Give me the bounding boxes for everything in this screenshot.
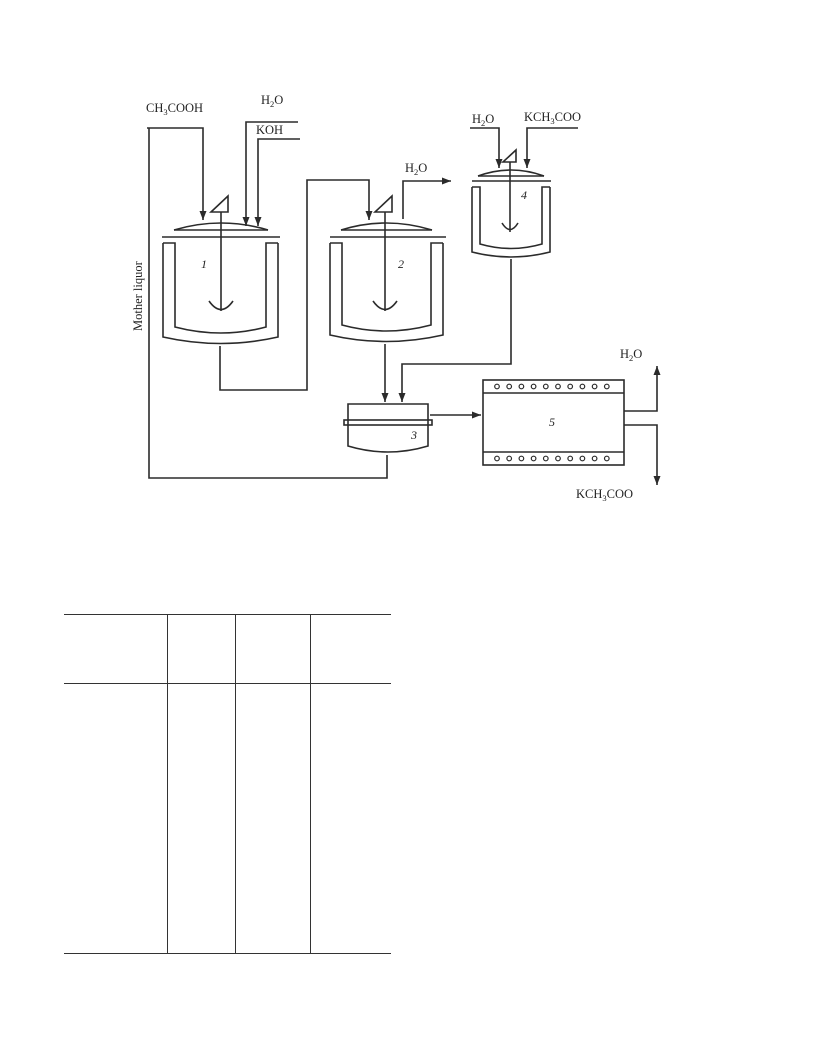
empty-data-table: [64, 614, 391, 954]
dryer-water-label: H2O: [620, 347, 642, 363]
kch3coo-feed-label: KCH3COO: [524, 110, 581, 126]
dryer-hole: [530, 455, 537, 462]
dryer-hole: [567, 455, 574, 462]
dryer-hole: [542, 455, 549, 462]
dryer-hole: [518, 455, 525, 462]
acetic-acid-label: CH3COOH: [146, 101, 203, 117]
dryer-water-outlet-line: [624, 366, 661, 412]
water-feed-line: [242, 121, 298, 226]
vessel-4-water-label: H2O: [472, 112, 494, 128]
table-top-rule: [64, 614, 391, 615]
dryer-hole: [506, 455, 513, 462]
vessel-4: 4: [471, 148, 551, 258]
dryer-product-outlet-line: [624, 424, 661, 485]
transfer-line-4-to-3: [398, 259, 512, 402]
dryer-hole: [579, 383, 586, 390]
process-flow-diagram: 1 2 4 3 5: [131, 93, 661, 503]
dryer-hole: [494, 383, 500, 390]
dryer-hole: [494, 455, 500, 462]
unit-1-label: 1: [201, 257, 207, 271]
table-bottom-rule: [64, 953, 391, 954]
reactor-1: 1: [162, 194, 280, 345]
table-header-rule: [64, 683, 391, 684]
vessel-4-kch3coo-feed-line: [523, 127, 578, 168]
dryer-hole: [555, 383, 561, 390]
transfer-line-1-to-2: [219, 179, 373, 391]
dryer-heater-holes-bottom: [494, 455, 610, 462]
kch3coo-product-label: KCH3COO: [576, 487, 633, 503]
dryer-hole: [555, 455, 561, 462]
dryer-5: 5: [482, 379, 625, 466]
dryer-hole: [591, 455, 598, 462]
unit-4-label: 4: [521, 188, 527, 202]
unit-3-label: 3: [410, 428, 417, 442]
filter-3: 3: [343, 403, 433, 453]
dryer-hole: [579, 455, 586, 462]
mother-liquor-recycle-line: [148, 128, 388, 479]
acetic-acid-feed-line: [147, 127, 207, 220]
dryer-hole: [567, 383, 574, 390]
koh-feed-line: [254, 138, 300, 226]
dryer-hole: [542, 383, 549, 390]
water-feed-label: H2O: [261, 93, 283, 109]
dryer-hole: [518, 383, 525, 390]
dryer-hole: [591, 383, 598, 390]
unit-5-label: 5: [549, 415, 555, 429]
koh-label: KOH: [256, 123, 283, 137]
dryer-hole: [603, 383, 610, 390]
water-vent-label: H2O: [405, 161, 427, 177]
dryer-hole: [506, 383, 513, 390]
unit-2-label: 2: [398, 257, 404, 271]
vessel-4-water-feed-line: [470, 127, 503, 168]
reactor-2: 2: [329, 194, 446, 343]
dryer-hole: [530, 383, 537, 390]
table-column-divider: [310, 614, 311, 954]
table-column-divider: [167, 614, 168, 954]
dryer-hole: [603, 455, 610, 462]
mother-liquor-label: Mother liquor: [131, 260, 145, 331]
table-column-divider: [235, 614, 236, 954]
dryer-heater-holes-top: [494, 383, 610, 390]
water-vent-line: [402, 177, 451, 219]
